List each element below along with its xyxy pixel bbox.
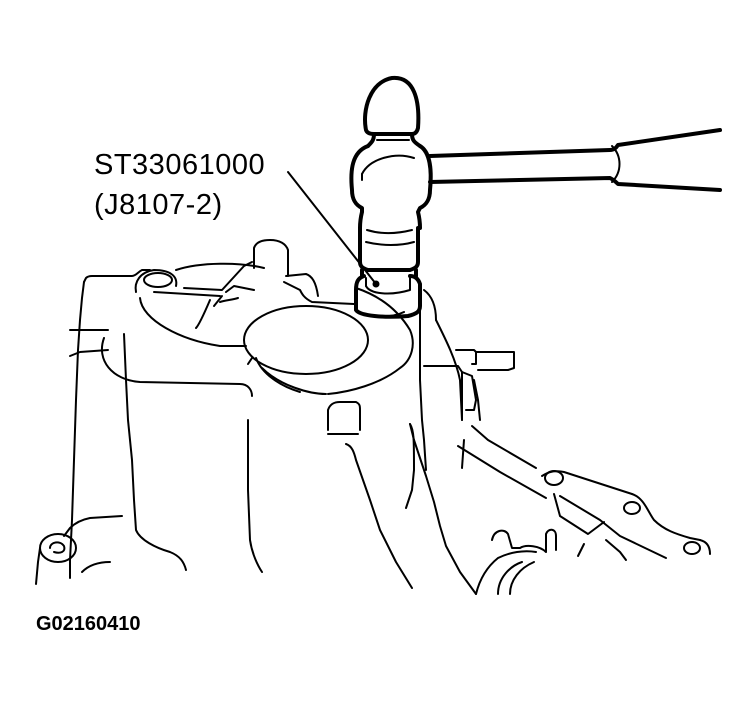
hammer-icon xyxy=(349,75,722,278)
hammer-detail-lines xyxy=(361,139,621,246)
figure-id-label: G02160410 xyxy=(36,613,141,635)
transmission-housing-outline xyxy=(35,239,711,595)
tool-part-number-label: ST33061000 xyxy=(94,149,266,181)
tool-alt-part-number-label: (J8107-2) xyxy=(94,189,223,221)
callout-leader-line xyxy=(287,171,377,285)
